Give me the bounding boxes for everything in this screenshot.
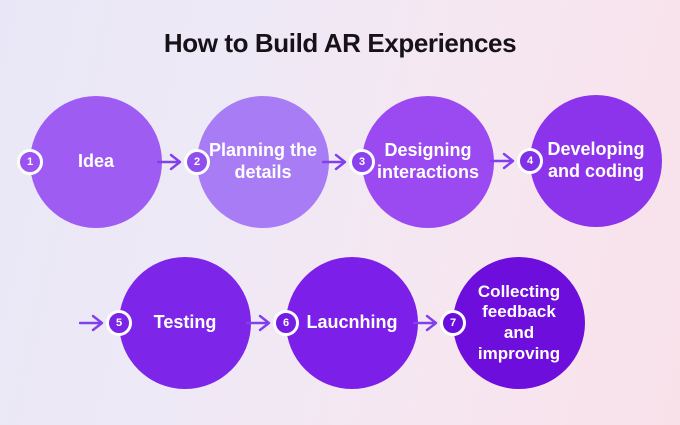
step-number: 7 [449,316,457,329]
arrow-right-icon [78,314,105,332]
step-number: 4 [526,154,534,167]
step-label: Planning the details [209,140,317,182]
step-label: Testing [153,312,217,333]
step-number-badge: 7 [440,310,466,336]
step-label: Collecting feedback and improving [477,281,561,363]
step-number-badge: 2 [184,149,210,175]
step: Planning the details 2 [156,96,329,228]
step: Collecting feedback and improving 7 [412,257,585,389]
step-number: 1 [26,155,34,168]
step-number: 6 [282,316,290,329]
step-circle: Testing [119,257,251,389]
step: Testing 5 [78,257,251,389]
step-number-badge: 4 [517,148,543,174]
step-circle: Idea [30,96,162,228]
step: Idea 1 [17,96,162,228]
step-number: 5 [115,316,123,329]
step-circle: Planning the details [197,96,329,228]
step: Designing interactions 3 [321,96,494,228]
step-label: Designing interactions [376,140,480,182]
step-number-badge: 5 [106,310,132,336]
arrow-right-icon [412,314,439,332]
step-label: Laucnhing [306,312,398,333]
step-circle: Developing and coding [530,95,662,227]
page-title: How to Build AR Experiences [163,28,517,58]
arrow-right-icon [489,152,516,170]
step-label: Idea [77,151,115,172]
step-number: 3 [358,155,366,168]
step-circle: Collecting feedback and improving [453,257,585,389]
step: Developing and coding 4 [489,95,662,227]
step-circle: Laucnhing [286,257,418,389]
step-number: 2 [193,155,201,168]
step-number-badge: 6 [273,310,299,336]
step-number-badge: 3 [349,149,375,175]
arrow-right-icon [321,153,348,171]
arrow-right-icon [156,153,183,171]
step-number-badge: 1 [17,149,43,175]
step-circle: Designing interactions [362,96,494,228]
arrow-right-icon [245,314,272,332]
step-label: Developing and coding [547,139,645,181]
step: Laucnhing 6 [245,257,418,389]
